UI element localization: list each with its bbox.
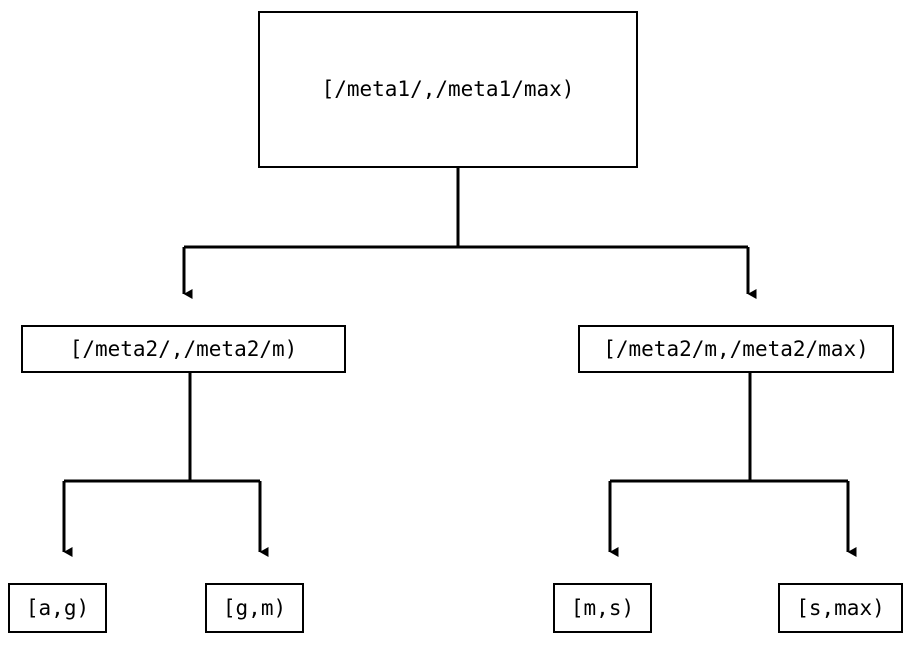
tree-node-root-label: [/meta1/,/meta1/max) xyxy=(321,77,575,101)
tree-node-mid-right-label: [/meta2/m,/meta2/max) xyxy=(603,336,869,361)
tree-node-leaf-m-s-label: [m,s) xyxy=(570,595,635,620)
tree-node-leaf-a-g[interactable]: [a,g) xyxy=(8,583,107,633)
tree-node-mid-left[interactable]: [/meta2/,/meta2/m) xyxy=(21,325,346,373)
tree-node-mid-left-label: [/meta2/,/meta2/m) xyxy=(69,336,298,361)
tree-node-mid-right[interactable]: [/meta2/m,/meta2/max) xyxy=(578,325,894,373)
tree-node-leaf-s-max-label: [s,max) xyxy=(796,595,885,620)
tree-node-leaf-a-g-label: [a,g) xyxy=(25,595,90,620)
edge-midleft-to-leaves xyxy=(62,373,269,557)
edge-root-to-mids xyxy=(182,168,757,299)
tree-node-leaf-g-m-label: [g,m) xyxy=(222,595,287,620)
tree-node-leaf-m-s[interactable]: [m,s) xyxy=(553,583,652,633)
tree-node-leaf-g-m[interactable]: [g,m) xyxy=(205,583,304,633)
tree-node-leaf-s-max[interactable]: [s,max) xyxy=(778,583,903,633)
edge-midright-to-leaves xyxy=(608,373,857,557)
tree-node-root[interactable]: [/meta1/,/meta1/max) xyxy=(258,11,638,168)
